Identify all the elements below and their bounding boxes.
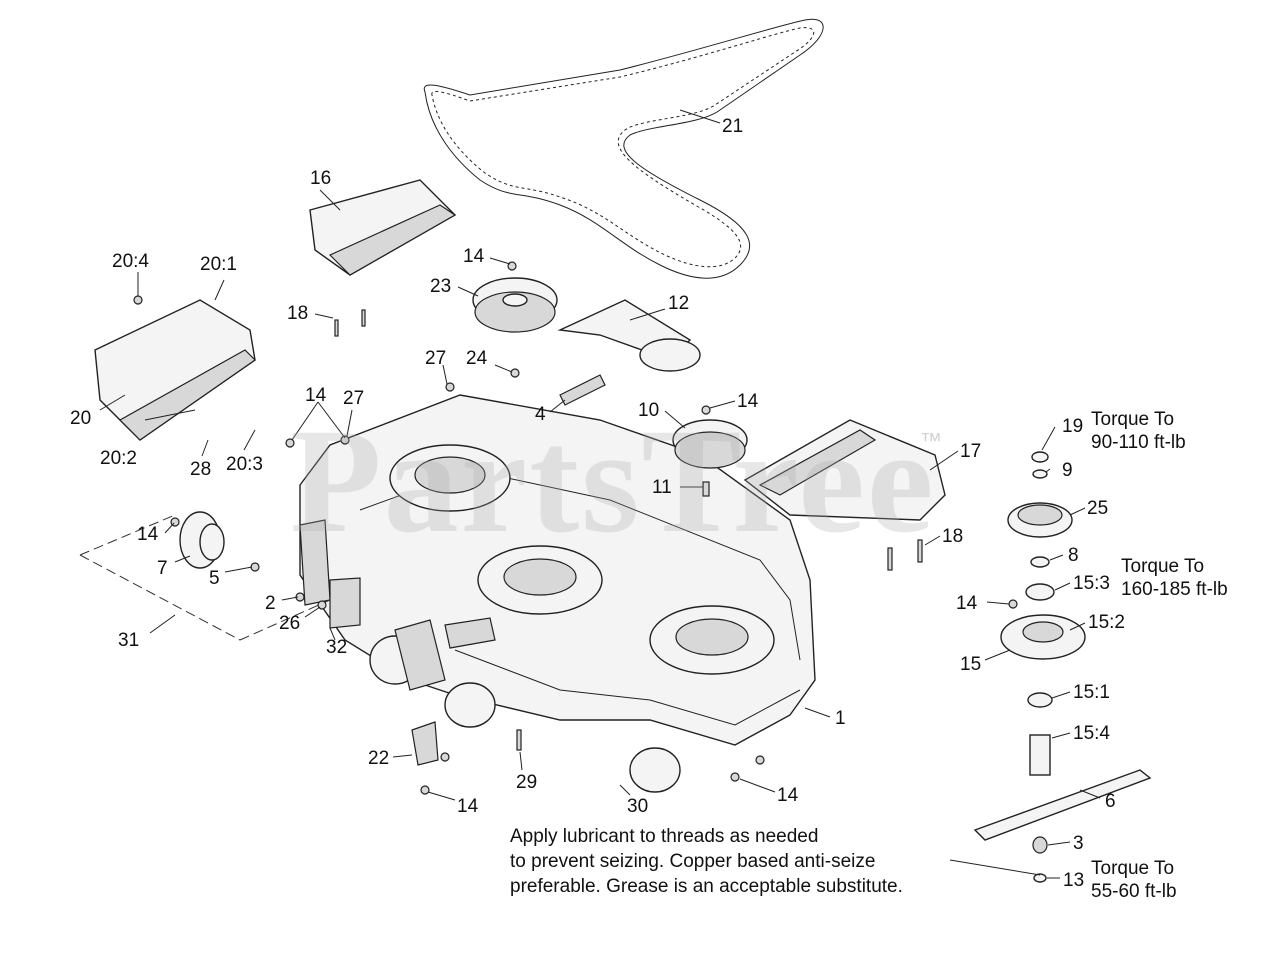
callout: 14 [737, 391, 759, 412]
callout: 20:3 [226, 454, 263, 475]
callout: 12 [668, 293, 689, 314]
callout: 4 [535, 404, 546, 425]
callout: 14 [137, 524, 159, 545]
gauge-wheel-7 [179, 511, 225, 569]
torque-note-line: 160-185 ft-lb [1121, 579, 1228, 600]
callout: 16 [310, 168, 331, 189]
callout: 10 [638, 400, 659, 421]
belt-cover-16 [309, 179, 457, 276]
callout: 30 [627, 796, 648, 817]
belt-cover-17 [743, 419, 946, 521]
callout: 28 [190, 459, 211, 480]
torque-note-line: 55-60 ft-lb [1091, 881, 1177, 902]
callout: 11 [652, 477, 672, 498]
callout: 1 [835, 708, 846, 729]
callout: 19 [1062, 416, 1083, 437]
drive-belt [423, 18, 824, 279]
callout: 21 [722, 116, 743, 137]
leader-lines [99, 109, 1101, 879]
callout: 7 [157, 558, 168, 579]
callout: 3 [1073, 833, 1084, 854]
callout: 9 [1062, 460, 1073, 481]
callout: 24 [466, 348, 488, 369]
callout: 6 [1105, 791, 1116, 812]
callout: 31 [118, 630, 139, 651]
callout: 20:4 [112, 251, 149, 272]
idler-arm-12 [557, 299, 701, 372]
torque-note-line: Torque To [1091, 409, 1175, 430]
callout: 17 [960, 441, 981, 462]
lubricant-note-line: Apply lubricant to threads as needed [510, 826, 819, 847]
callout: 20:1 [200, 254, 237, 275]
pulley-23 [472, 277, 558, 333]
callout: 8 [1068, 545, 1079, 566]
mower-deck-body [299, 394, 816, 793]
trademark-symbol: ™ [920, 428, 942, 453]
callout: 23 [430, 276, 451, 297]
lubricant-note: Apply lubricant to threads as needed to … [510, 824, 903, 899]
callout: 29 [516, 772, 537, 793]
callout: 5 [209, 568, 220, 589]
callout: 14 [305, 385, 327, 406]
callout: 18 [942, 526, 963, 547]
callout: 15:4 [1073, 723, 1110, 744]
callout-labels: 21 16 14 23 12 20:4 20:1 18 27 24 4 10 1… [70, 116, 1125, 891]
watermark: PartsTree [290, 398, 936, 564]
pulley-10 [672, 419, 748, 469]
callout: 14 [777, 785, 799, 806]
torque-note-line: Torque To [1091, 858, 1175, 879]
callout: 27 [343, 388, 364, 409]
torque-note-blade-bolt: Torque To 55-60 ft-lb [1091, 857, 1177, 903]
callout: 25 [1087, 498, 1108, 519]
callout: 14 [956, 593, 978, 614]
callout: 15 [960, 654, 981, 675]
callout: 15:2 [1088, 612, 1125, 633]
callout: 32 [326, 637, 347, 658]
callout: 22 [368, 748, 389, 769]
callout: 15:3 [1073, 573, 1110, 594]
callout: 27 [425, 348, 446, 369]
torque-note-line: Torque To [1121, 556, 1205, 577]
callout: 26 [279, 613, 300, 634]
belt-cover-20 [94, 299, 256, 441]
torque-note-line: 90-110 ft-lb [1091, 432, 1186, 453]
callout: 15:1 [1073, 682, 1110, 703]
lubricant-note-line: preferable. Grease is an acceptable subs… [510, 876, 903, 897]
lubricant-note-line: to prevent seizing. Copper based anti-se… [510, 851, 876, 872]
callout: 13 [1063, 870, 1084, 891]
callout: 20:2 [100, 448, 137, 469]
torque-note-spindle-nut: Torque To 90-110 ft-lb [1091, 408, 1186, 454]
callout: 14 [463, 246, 485, 267]
callout: 14 [457, 796, 479, 817]
spindle-assembly [973, 451, 1152, 883]
callout: 20 [70, 408, 91, 429]
wheel-kit-outline-31 [79, 514, 331, 641]
callout: 18 [287, 303, 308, 324]
torque-note-spindle-hub: Torque To 160-185 ft-lb [1121, 555, 1228, 601]
callout: 2 [265, 593, 276, 614]
